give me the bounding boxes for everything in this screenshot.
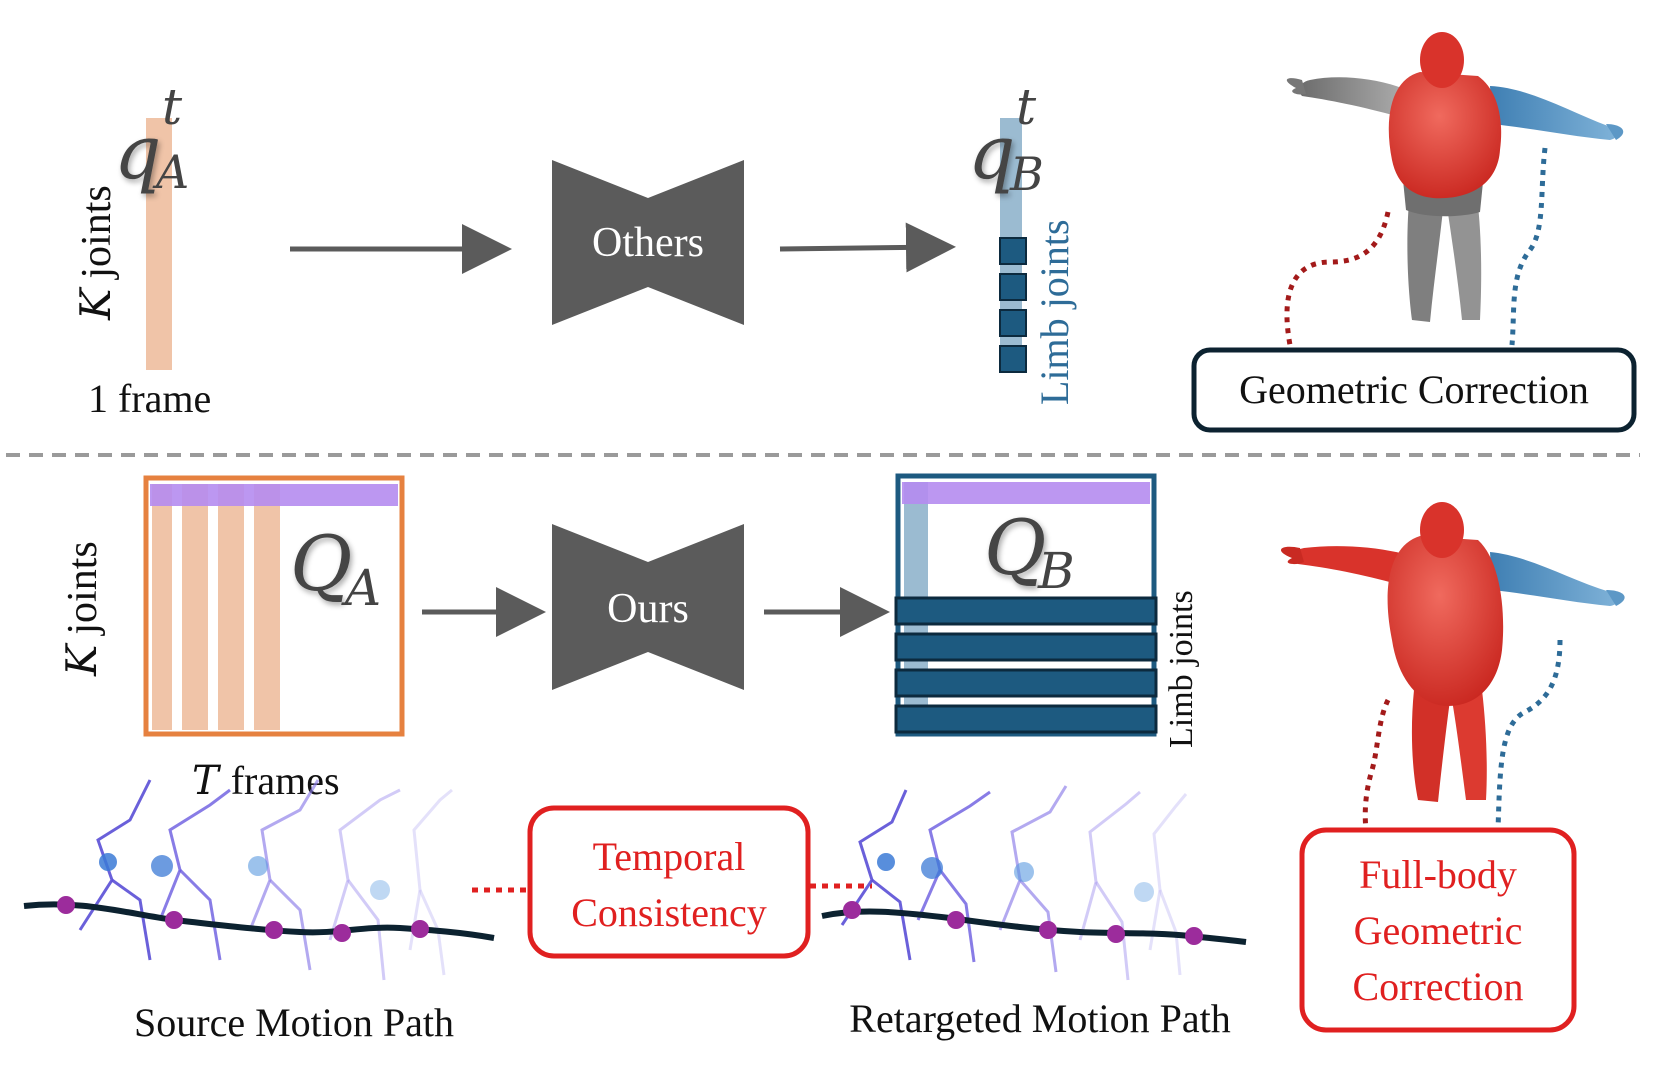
source-pose-column — [146, 118, 172, 370]
qB-sub: B — [1009, 147, 1044, 201]
human-mesh-icon — [1280, 502, 1625, 831]
fullbody-line2: Geometric — [1354, 908, 1523, 953]
ours-network — [552, 524, 744, 690]
limb-joint-cell-4 — [999, 345, 1027, 373]
top-limb-joints-label: Limb joints — [1032, 219, 1077, 405]
others-network — [552, 160, 744, 325]
geometric-correction-label: Geometric Correction — [1239, 367, 1589, 412]
source-path-label: Source Motion Path — [134, 1000, 454, 1045]
blue-connector-bottom — [1495, 639, 1563, 831]
geometric-correction-box — [1191, 347, 1637, 433]
skeleton-motion-icon — [840, 785, 1188, 981]
temporal-line2: Consistency — [571, 890, 767, 935]
QA-matrix: Q A — [143, 475, 405, 737]
bottom-k-joints-label: Kjoints — [57, 541, 106, 677]
source-hand-blobs — [99, 853, 390, 900]
retargeted-path-label: Retargeted Motion Path — [849, 996, 1230, 1041]
source-motion-path — [23, 779, 495, 981]
one-frame-label: 1 frame — [88, 376, 211, 421]
blue-connector-top — [1509, 147, 1548, 346]
QB-symbol: Q — [984, 503, 1046, 592]
QB-matrix: Q B — [894, 473, 1158, 737]
top-k-joints-label: Kjoints — [71, 185, 120, 321]
QA-symbol: Q — [290, 519, 352, 608]
red-connector-top — [1284, 211, 1391, 346]
skeleton-motion-icon — [78, 779, 453, 981]
limb-joint-cell-3 — [999, 309, 1027, 337]
fullbody-line3: Correction — [1352, 964, 1523, 1009]
bottom-limb-joints-label: Limb joints — [1163, 590, 1200, 748]
retargeted-motion-path — [821, 785, 1247, 981]
qB-sup: t — [1016, 78, 1037, 136]
temporal-consistency-box — [527, 805, 811, 959]
retargeted-path-line — [821, 908, 1247, 945]
qA-symbol: q — [114, 110, 161, 196]
qA-sup: t — [162, 78, 183, 136]
others-label: Others — [592, 220, 704, 266]
red-connector-bottom — [1362, 698, 1391, 831]
limb-joint-cell-1 — [999, 237, 1027, 265]
fullbody-correction-box — [1299, 827, 1577, 1033]
qB-symbol: q — [968, 110, 1015, 196]
top-row: Kjoints q A t 1 frame Others q B t Limb … — [71, 32, 1637, 433]
temporal-line1: Temporal — [593, 834, 746, 879]
QA-sub: A — [341, 559, 381, 617]
retargeted-hand-blobs — [877, 853, 1154, 902]
fullbody-line1: Full-body — [1359, 852, 1517, 897]
ours-label: Ours — [607, 586, 689, 632]
limb-joint-cell-2 — [999, 273, 1027, 301]
human-mesh-icon — [1284, 32, 1624, 346]
QB-sub: B — [1037, 542, 1075, 600]
qA-sub: A — [152, 145, 189, 199]
top-arrow-out — [779, 222, 956, 273]
